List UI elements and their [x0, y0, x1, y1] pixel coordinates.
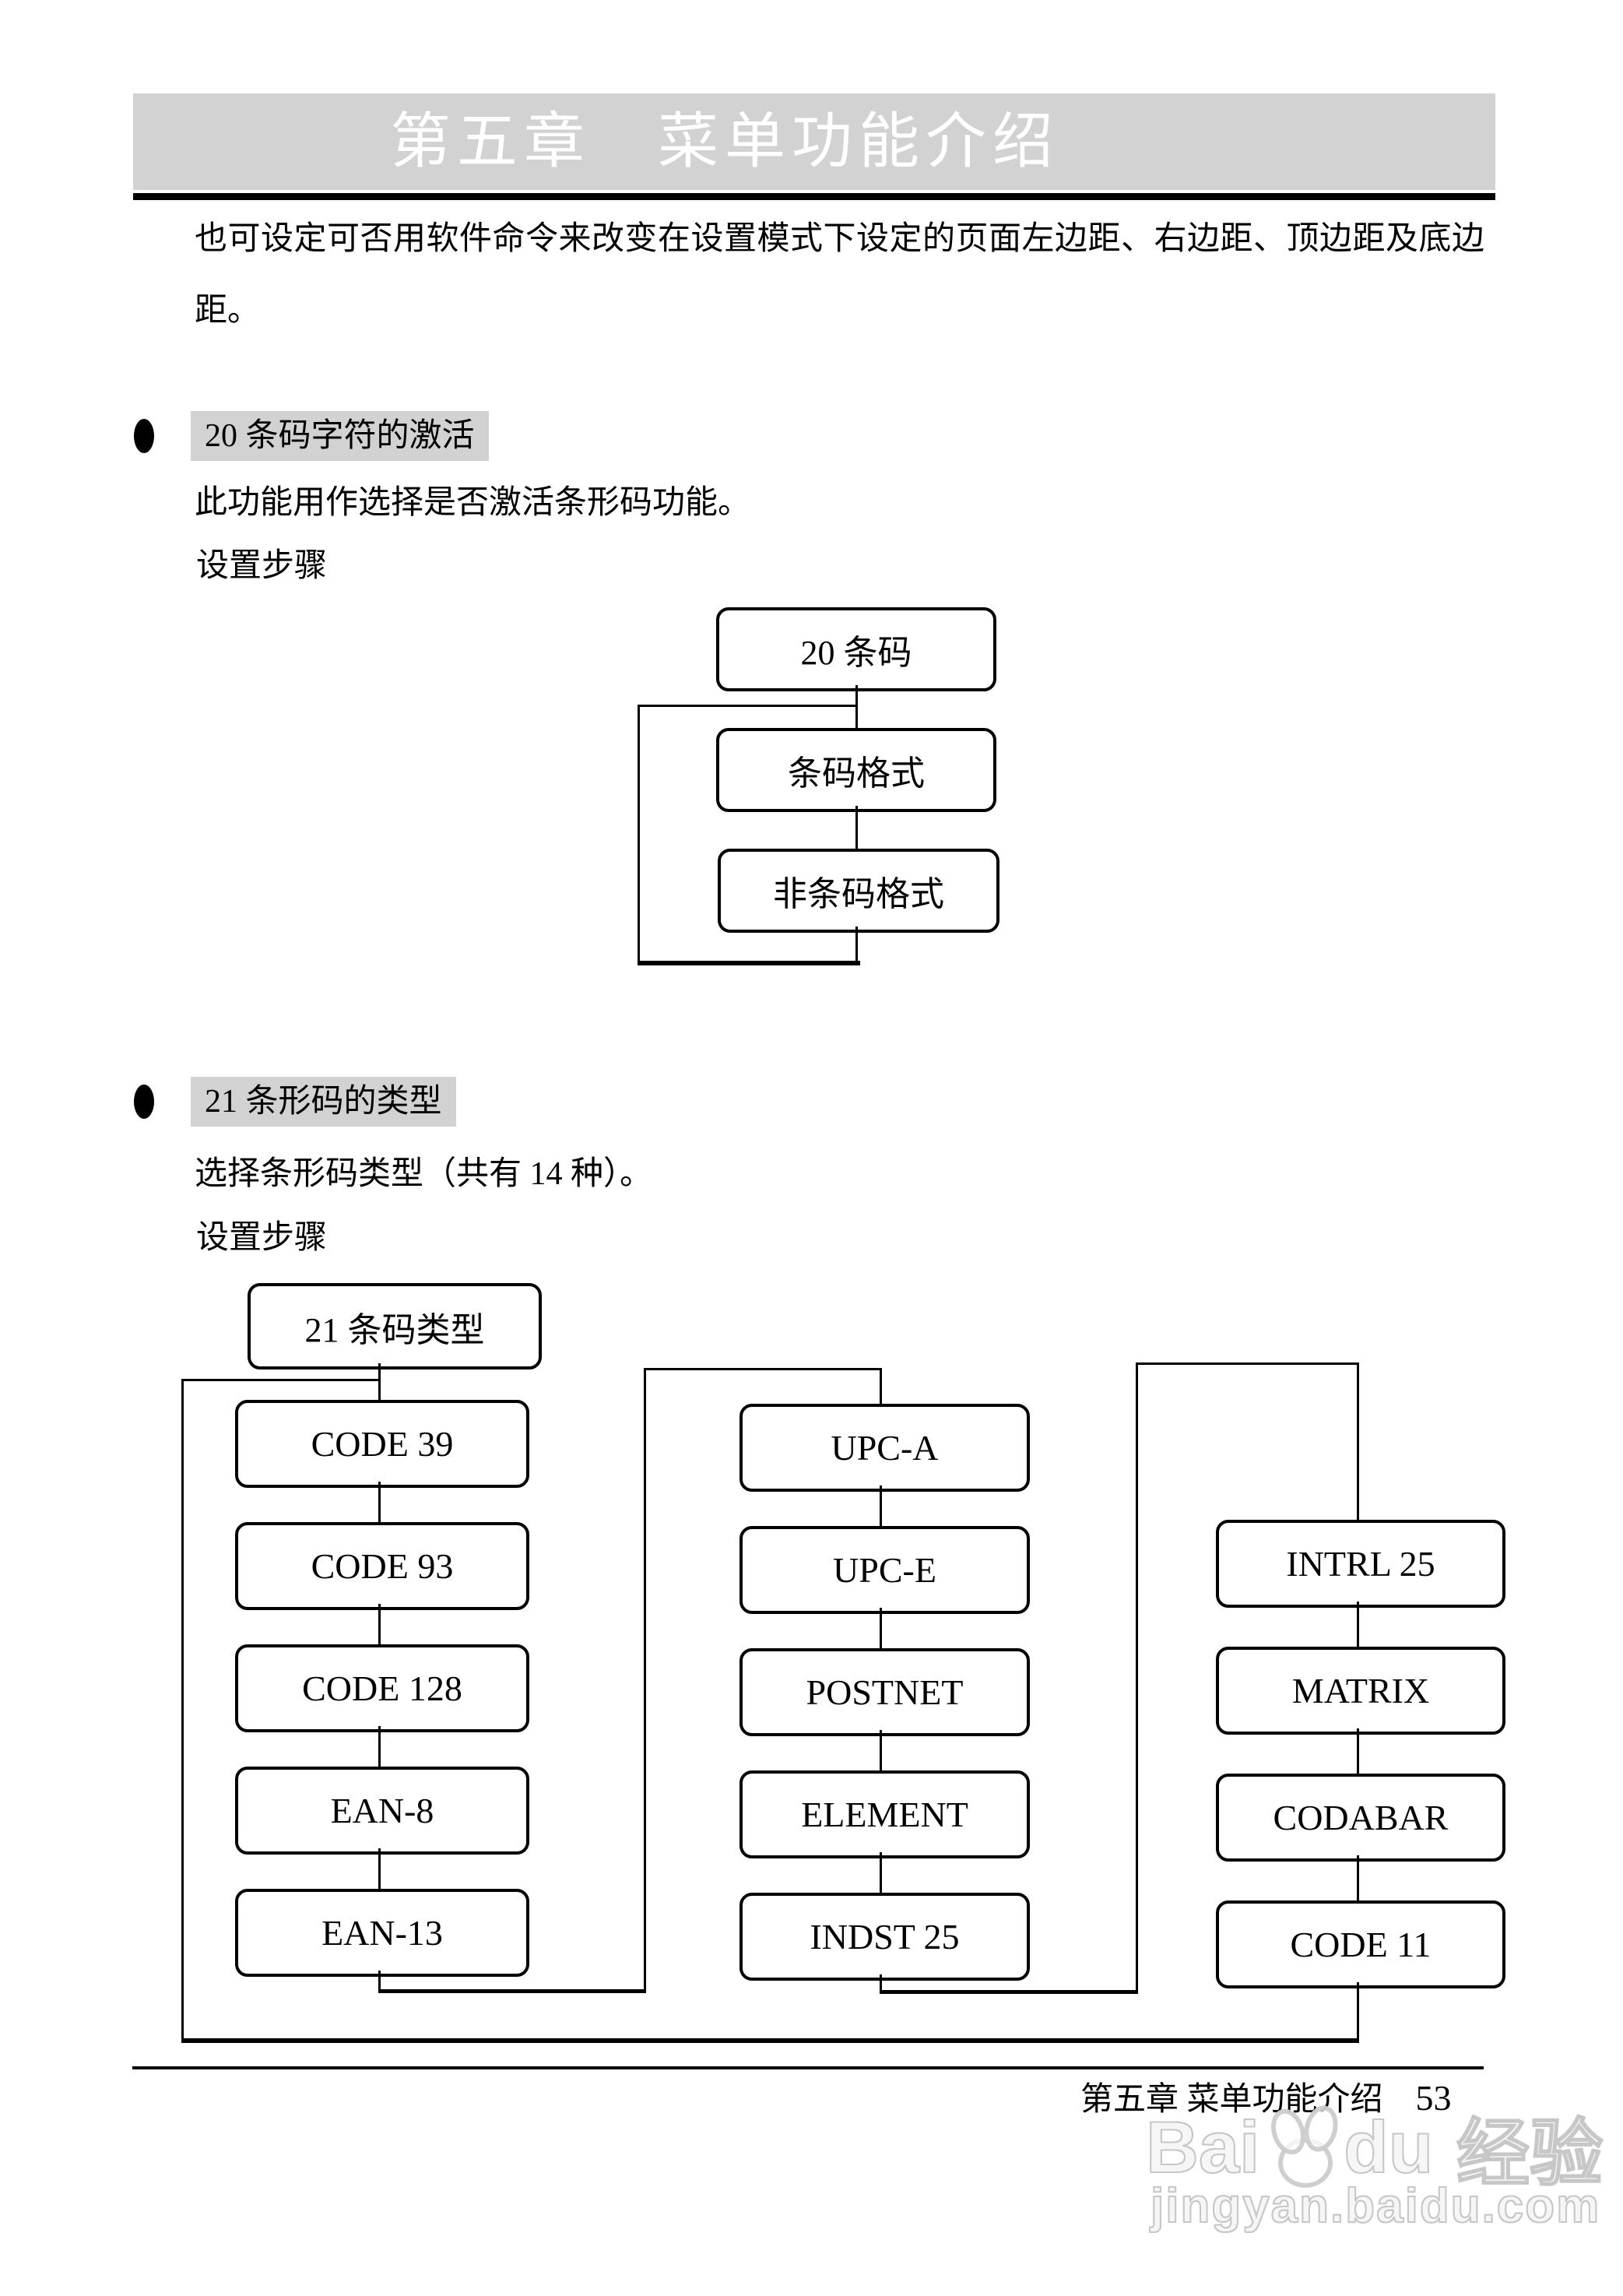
- flow2-node-upce: UPC-E: [739, 1526, 1030, 1614]
- flow2-node-ean8: EAN-8: [235, 1767, 529, 1855]
- watermark-brand-part2: du: [1343, 2105, 1434, 2189]
- watermark-brand-suffix: 经验: [1456, 2111, 1604, 2195]
- section2-heading: 21 条形码的类型: [191, 1077, 456, 1127]
- loop-line: [181, 1379, 379, 1381]
- section1-steps-label: 设置步骤: [196, 548, 328, 584]
- connector-line: [1357, 1855, 1359, 1900]
- loop-line: [638, 705, 640, 963]
- connector-line: [880, 1730, 882, 1770]
- loop-line: [644, 1368, 882, 1370]
- loop-line: [181, 1379, 184, 2041]
- connector-line: [880, 1608, 882, 1648]
- connector-line: [1357, 1602, 1359, 1647]
- flow1-node-non-barcode-format: 非条码格式: [718, 849, 999, 933]
- flow2-node-ean13: EAN-13: [235, 1889, 529, 1977]
- watermark-brand-part1: Bai: [1145, 2105, 1260, 2189]
- chapter-banner: 第五章 菜单功能介绍: [133, 93, 1495, 190]
- intro-paragraph-line2: 距。: [195, 293, 261, 329]
- connector-line: [1357, 1982, 1359, 2041]
- loop-line: [644, 1368, 646, 1992]
- header-rule: [133, 193, 1495, 200]
- flow2-node-code128: CODE 128: [235, 1644, 529, 1732]
- flow2-node-code93: CODE 93: [235, 1522, 529, 1610]
- loop-line: [880, 1990, 1138, 1994]
- connector-line: [378, 1726, 381, 1767]
- footer-rule: [132, 2066, 1484, 2069]
- connector-line: [378, 1604, 381, 1644]
- loop-line: [1136, 1362, 1138, 1992]
- bullet-icon: [134, 419, 154, 453]
- loop-line: [1136, 1362, 1359, 1365]
- baidu-watermark-logo: Bai du 经验: [1145, 2094, 1604, 2200]
- bullet-icon: [134, 1085, 154, 1119]
- watermark-url: jingyan.baidu.com: [1150, 2178, 1601, 2234]
- paw-icon: [1264, 2101, 1343, 2188]
- flow2-node-intrl25: INTRL 25: [1216, 1520, 1505, 1608]
- flow2-node-postnet: POSTNET: [739, 1648, 1030, 1736]
- connector-line: [880, 1486, 882, 1526]
- flow2-node-upca: UPC-A: [739, 1404, 1030, 1492]
- flow2-node-code39: CODE 39: [235, 1400, 529, 1488]
- flow2-node-matrix: MATRIX: [1216, 1647, 1505, 1735]
- flow1-node-barcode-format: 条码格式: [716, 728, 996, 812]
- chapter-title: 第五章 菜单功能介绍: [390, 107, 1060, 175]
- flow2-node-element: ELEMENT: [739, 1770, 1030, 1858]
- flow2-node-root: 21 条码类型: [248, 1283, 542, 1370]
- loop-line: [638, 705, 858, 707]
- section2-steps-label: 设置步骤: [196, 1220, 328, 1256]
- connector-line: [378, 1482, 381, 1522]
- flow2-node-indst25: INDST 25: [739, 1893, 1030, 1981]
- connector-line: [855, 926, 858, 963]
- connector-line: [378, 1848, 381, 1889]
- connector-line: [855, 806, 858, 849]
- flow2-node-code11: CODE 11: [1216, 1900, 1505, 1988]
- connector-line: [378, 1363, 381, 1400]
- loop-line: [181, 2038, 1359, 2043]
- intro-paragraph-line1: 也可设定可否用软件命令来改变在设置模式下设定的页面左边距、右边距、顶边距及底边: [195, 221, 1485, 257]
- footer-page-number: 53: [1415, 2078, 1452, 2118]
- loop-line: [378, 1989, 646, 1993]
- section1-heading: 20 条码字符的激活: [191, 411, 489, 461]
- connector-line: [880, 1852, 882, 1893]
- loop-line: [638, 961, 860, 965]
- connector-line: [880, 1368, 882, 1404]
- flow2-node-codabar: CODABAR: [1216, 1774, 1505, 1862]
- flow1-node-root: 20 条码: [716, 607, 996, 691]
- section1-description: 此功能用作选择是否激活条形码功能。: [195, 485, 751, 521]
- section2-description: 选择条形码类型（共有 14 种）。: [195, 1156, 653, 1192]
- connector-line: [1357, 1728, 1359, 1774]
- connector-line: [378, 1971, 381, 1992]
- connector-line: [880, 1974, 882, 1992]
- connector-line: [1357, 1362, 1359, 1520]
